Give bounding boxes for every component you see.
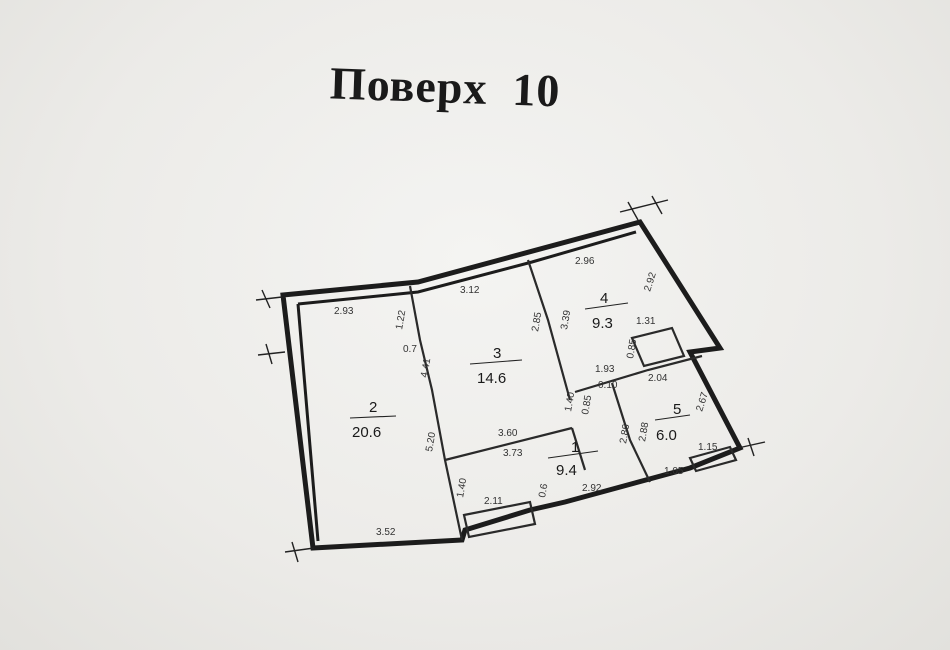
entrance-door <box>462 500 537 539</box>
svg-text:3.12: 3.12 <box>460 285 480 296</box>
svg-text:1.93: 1.93 <box>595 364 615 375</box>
svg-text:6.0: 6.0 <box>656 427 677 444</box>
svg-text:0.6: 0.6 <box>537 482 550 498</box>
svg-text:2.96: 2.96 <box>575 256 595 267</box>
room-1-label: 1 9.4 <box>547 439 599 479</box>
svg-text:3.39: 3.39 <box>559 309 573 331</box>
svg-text:9.4: 9.4 <box>556 462 577 479</box>
wall-corridor-room5 <box>610 382 651 483</box>
corner-niche <box>688 445 738 473</box>
svg-text:2.92: 2.92 <box>642 271 659 293</box>
svg-text:3.73: 3.73 <box>503 448 523 459</box>
svg-text:1: 1 <box>571 439 579 456</box>
axis-markers <box>255 195 766 563</box>
svg-text:2.85: 2.85 <box>530 311 544 333</box>
svg-text:3.52: 3.52 <box>376 527 396 538</box>
wall-room4-bottom <box>574 354 703 394</box>
svg-text:1.31: 1.31 <box>636 316 656 327</box>
svg-text:3.60: 3.60 <box>498 428 518 439</box>
svg-text:0.10: 0.10 <box>598 380 618 391</box>
dimension-labels: 2.93 1.22 0.7 4.41 5.20 3.52 3.12 2.85 3… <box>334 256 718 538</box>
svg-text:1.22: 1.22 <box>394 309 408 331</box>
svg-text:2: 2 <box>369 399 377 416</box>
room-5-label: 5 6.0 <box>654 401 691 444</box>
svg-text:2.11: 2.11 <box>484 496 503 507</box>
svg-text:2.86: 2.86 <box>618 423 632 445</box>
svg-text:3: 3 <box>493 345 501 362</box>
outer-wall-inner-line <box>297 230 637 306</box>
ventilation-shaft <box>630 326 686 368</box>
svg-text:1.15: 1.15 <box>698 442 718 453</box>
room-4-label: 4 9.3 <box>584 290 629 332</box>
svg-text:0.7: 0.7 <box>403 344 417 355</box>
room-3-label: 3 14.6 <box>469 345 523 387</box>
svg-text:4.41: 4.41 <box>419 357 433 379</box>
wall-room3-room4 <box>526 259 572 401</box>
svg-text:2.04: 2.04 <box>648 373 668 384</box>
svg-text:5.20: 5.20 <box>424 431 438 453</box>
svg-text:9.3: 9.3 <box>592 315 613 332</box>
room-2-label: 2 20.6 <box>349 399 397 441</box>
wall-room2-room3 <box>408 285 464 541</box>
svg-text:2.67: 2.67 <box>694 391 711 413</box>
svg-text:1.40: 1.40 <box>563 391 577 413</box>
svg-text:2.93: 2.93 <box>334 306 354 317</box>
wall-room3-corridor <box>444 426 573 462</box>
svg-text:20.6: 20.6 <box>352 424 381 441</box>
wall-corridor-left <box>570 427 587 471</box>
svg-text:0.85: 0.85 <box>580 394 594 416</box>
svg-text:1.40: 1.40 <box>455 477 469 499</box>
svg-text:1.05: 1.05 <box>664 466 684 477</box>
outer-wall <box>280 219 744 551</box>
svg-text:5: 5 <box>673 401 681 418</box>
svg-text:2.88: 2.88 <box>637 421 651 443</box>
left-wall-inner-line <box>296 303 320 542</box>
svg-text:2.92: 2.92 <box>582 483 602 494</box>
svg-text:0.85: 0.85 <box>625 338 639 360</box>
svg-text:4: 4 <box>600 290 608 307</box>
svg-text:14.6: 14.6 <box>477 370 506 387</box>
